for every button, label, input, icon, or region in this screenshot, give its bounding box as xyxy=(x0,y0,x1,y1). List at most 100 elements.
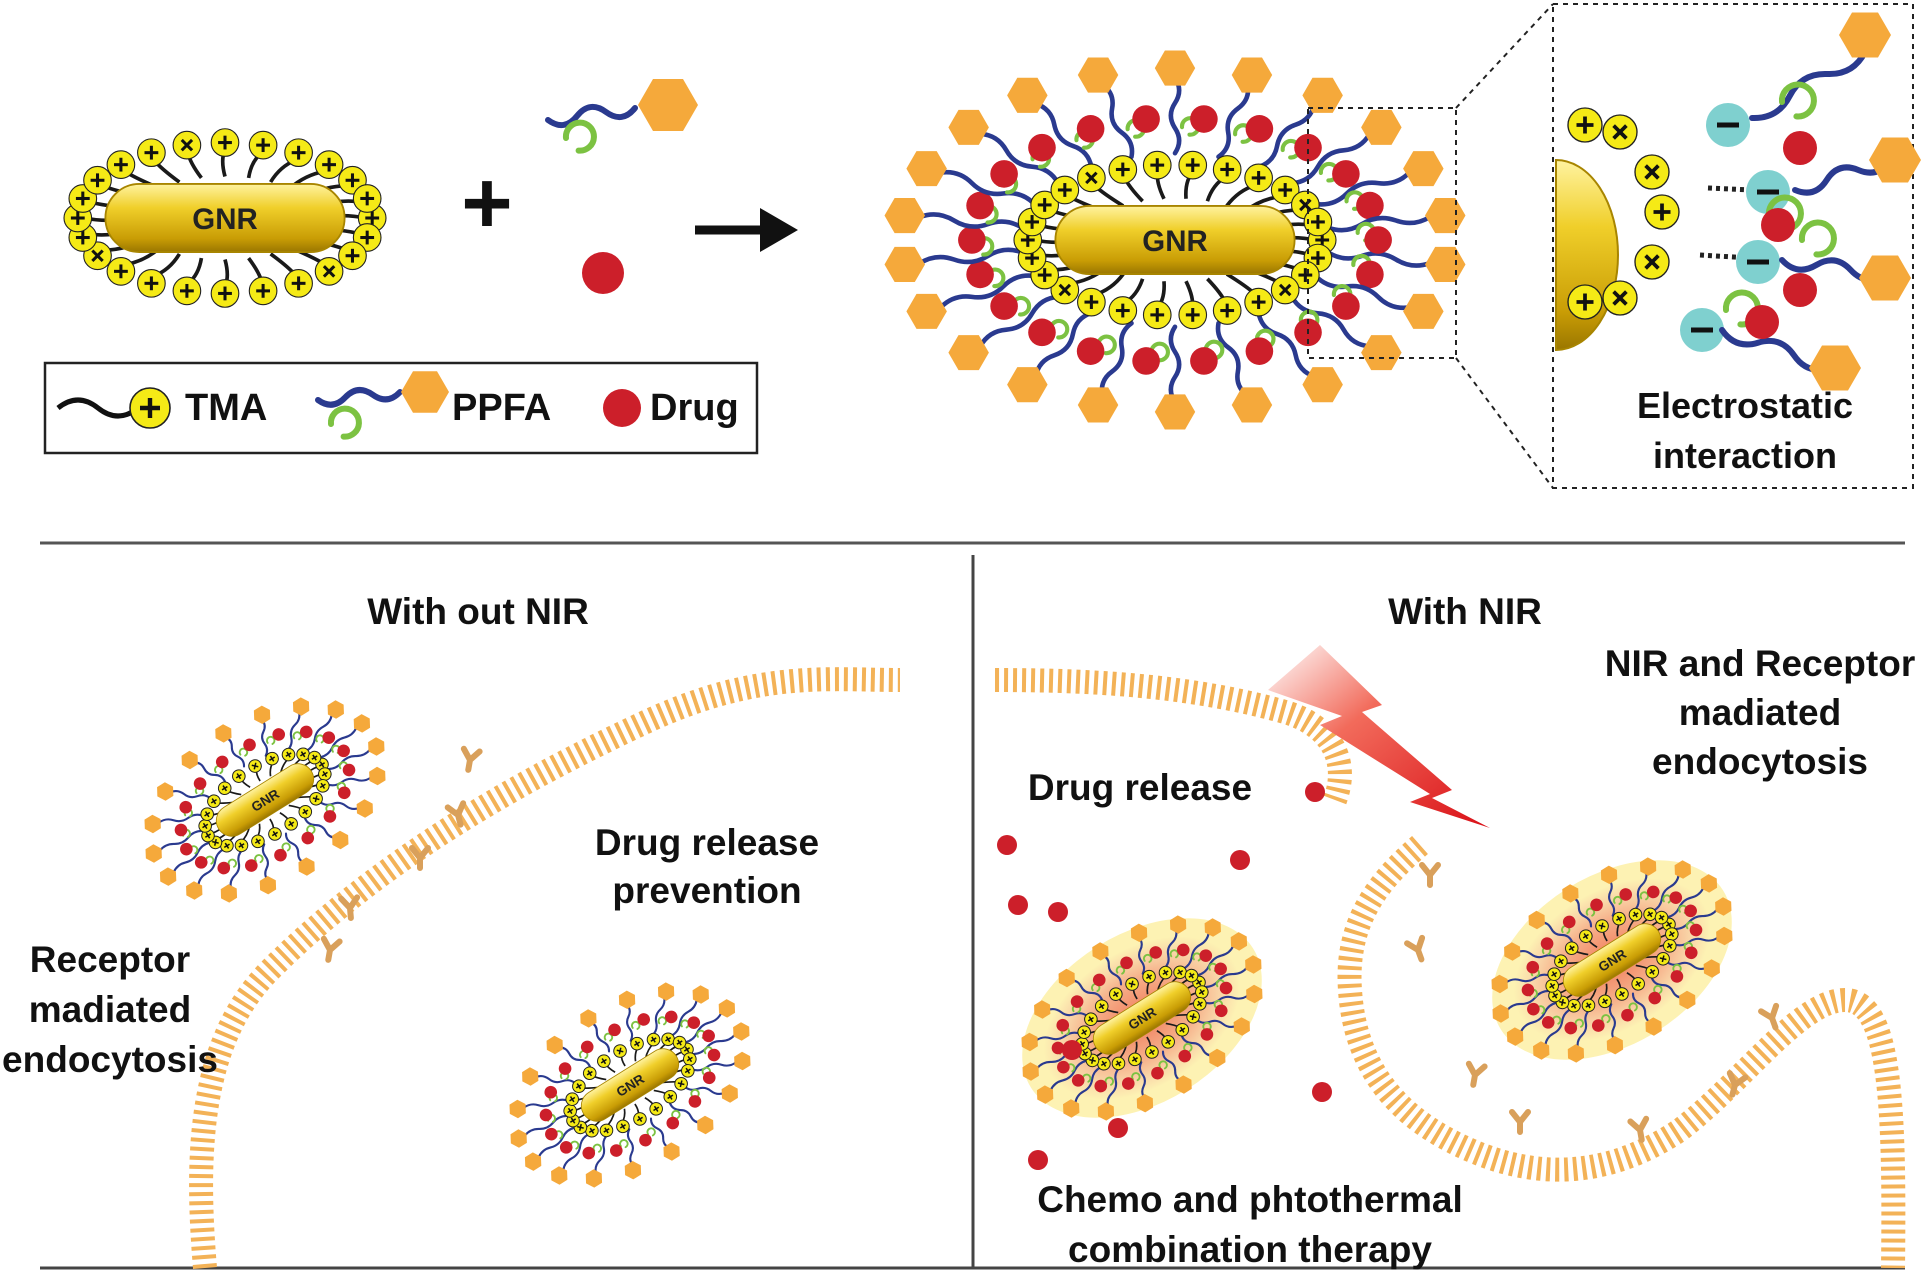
tma-bead xyxy=(1581,998,1596,1013)
therapy-line2: combination therapy xyxy=(1068,1229,1432,1270)
receptor-y-icon xyxy=(1726,1070,1749,1098)
ppfa-hexagon xyxy=(1679,990,1696,1010)
ppfa-hexagon xyxy=(1230,932,1248,951)
ligand-chain xyxy=(649,1117,671,1149)
tma-bead xyxy=(674,1076,688,1091)
tma-bead xyxy=(1050,275,1080,305)
drug-dot xyxy=(243,738,256,752)
receptor-y-icon xyxy=(409,845,431,871)
cell-membrane-top-right xyxy=(994,668,1352,805)
drug-dot xyxy=(215,755,229,769)
tma-bead xyxy=(1030,190,1060,220)
ligand-chain xyxy=(1608,878,1616,917)
ligand-chain xyxy=(669,1102,703,1124)
drug-dot xyxy=(1028,318,1056,347)
ligand-chain xyxy=(1215,320,1250,398)
drug-dot xyxy=(1689,923,1703,937)
legend-tma-label: TMA xyxy=(185,387,267,429)
ppfa-hexagon xyxy=(1606,1035,1624,1055)
gnr-coated-nanoparticle: GNR xyxy=(884,50,1466,430)
green-linker-loop xyxy=(1628,1002,1638,1012)
ligand-chain xyxy=(1256,310,1317,379)
tma-bead xyxy=(1161,1035,1175,1049)
with-nir-title: With NIR xyxy=(1388,591,1542,632)
green-linker-loop xyxy=(1104,1076,1114,1086)
gold-nanorod xyxy=(1092,981,1192,1055)
negative-charge-bead xyxy=(1706,103,1750,147)
drug-dot xyxy=(990,292,1018,320)
ppfa-hexagon xyxy=(1839,12,1891,58)
drug-dot xyxy=(1132,105,1160,133)
ppfa-hexagon xyxy=(1533,1041,1550,1060)
ppfa-hexagon xyxy=(1154,394,1196,430)
ppfa-hexagon xyxy=(1021,1032,1038,1052)
ppfa-hexagon xyxy=(1645,1017,1662,1036)
drug-dot xyxy=(544,1085,558,1099)
tma-bead xyxy=(1545,979,1559,993)
green-linker-loop xyxy=(646,1127,656,1137)
ligand-chain xyxy=(1203,994,1249,1005)
ppfa-hexagon xyxy=(1567,1044,1585,1063)
tma-bead xyxy=(1270,175,1300,205)
ligand-chain xyxy=(1651,977,1685,999)
tma-bead xyxy=(1579,929,1593,943)
ligand-chain xyxy=(319,726,358,759)
tma-bead xyxy=(646,1032,661,1047)
drug-dot xyxy=(337,786,351,800)
green-linker-loop xyxy=(1149,341,1170,363)
tma-bead xyxy=(1173,965,1187,980)
green-linker-loop xyxy=(1601,1014,1611,1024)
ppfa-hexagon xyxy=(356,799,373,818)
drug-dot xyxy=(1521,983,1535,997)
ligand-chain xyxy=(545,103,638,129)
tma-bead xyxy=(1598,994,1612,1009)
tma-bead xyxy=(1158,965,1173,980)
drug-dot xyxy=(1008,895,1028,915)
gnr-label: GNR xyxy=(192,203,257,236)
drug-dot xyxy=(1562,915,1576,929)
drug-dot xyxy=(180,842,193,856)
electrostatic-bond xyxy=(1707,185,1753,193)
ligand-chain xyxy=(1256,101,1317,170)
ppfa-hexagon xyxy=(906,293,947,329)
tma-bead xyxy=(338,241,367,271)
drug-dot xyxy=(559,1141,573,1154)
ppfa-hexagon xyxy=(522,1067,539,1086)
ligand-chain xyxy=(1576,1008,1591,1050)
ligand-chain xyxy=(557,1046,591,1068)
drug-dot xyxy=(702,1029,715,1043)
tma-bead xyxy=(1094,999,1109,1014)
nir-receptor-line2: madiated xyxy=(1679,692,1841,733)
green-linker-loop xyxy=(1183,1042,1193,1052)
receptor-y-icon xyxy=(320,935,343,963)
ppfa-hexagon xyxy=(948,335,989,371)
tma-bead xyxy=(265,751,279,766)
free-ppfa-molecule xyxy=(545,79,698,154)
green-linker-loop xyxy=(1143,953,1153,963)
drug-dot xyxy=(1245,337,1274,365)
green-linker-loop xyxy=(690,1088,700,1098)
ligand-chain xyxy=(315,387,403,408)
tma-bead xyxy=(1077,1025,1091,1039)
drug-dot xyxy=(1051,1041,1065,1055)
ligand-chain xyxy=(169,789,212,800)
tma-bead xyxy=(1195,985,1209,999)
receptor-endocytosis-line1: Receptor xyxy=(30,939,190,980)
ligand-chain xyxy=(684,1011,723,1044)
tma-bead xyxy=(672,1035,687,1050)
tma-bead xyxy=(1290,260,1320,290)
drug-dot xyxy=(1199,949,1213,962)
drug-dot xyxy=(1684,904,1697,918)
ligand-chain xyxy=(261,718,269,757)
green-linker-loop xyxy=(1778,81,1817,120)
drug-dot xyxy=(299,725,313,739)
right-arrow-icon xyxy=(695,208,798,252)
tma-bead xyxy=(1142,150,1172,180)
tma-bead xyxy=(68,223,98,252)
drug-dot xyxy=(1120,956,1133,970)
ppfa-hexagon xyxy=(1674,860,1691,879)
tma-bead xyxy=(1077,163,1106,193)
drug-dot xyxy=(1364,226,1392,254)
negative-charge-bead xyxy=(1746,170,1790,214)
drug-dot xyxy=(1028,1150,1048,1170)
